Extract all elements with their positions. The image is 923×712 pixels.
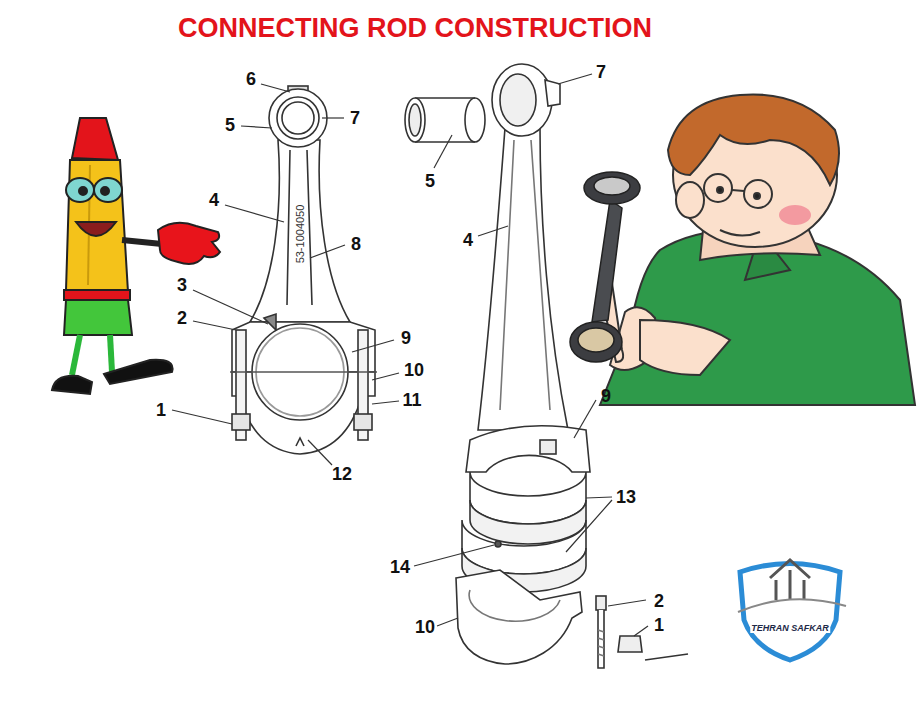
- callout-number: 1: [155, 400, 167, 421]
- callout-number: 13: [615, 487, 637, 508]
- watermark: TEHRAN SAFKAR: [750, 623, 830, 633]
- rod-photo: [570, 172, 640, 362]
- mechanic-cartoon: [600, 94, 915, 405]
- callout-number: 3: [176, 275, 188, 296]
- logo: [738, 560, 846, 660]
- callout-number: 12: [331, 464, 353, 485]
- callout-number: 4: [208, 190, 220, 211]
- callout-number: 4: [462, 230, 474, 251]
- callout-number: 10: [403, 360, 425, 381]
- leader-lines: [172, 84, 399, 465]
- callout-number: 8: [350, 234, 362, 255]
- callout-number: 9: [600, 386, 612, 407]
- connecting-rod-drawing: [230, 86, 377, 454]
- callout-number: 5: [424, 171, 436, 192]
- callout-number: 9: [400, 328, 412, 349]
- callout-number: 1: [653, 615, 665, 636]
- callout-number: 2: [653, 591, 665, 612]
- callout-number: 10: [414, 617, 436, 638]
- callout-number: 11: [401, 390, 422, 411]
- title: CONNECTING ROD CONSTRUCTION: [178, 13, 652, 44]
- callout-number: 7: [349, 108, 361, 129]
- part-number: 53-1004050: [294, 204, 306, 265]
- callout-number: 5: [224, 115, 236, 136]
- callout-number: 2: [176, 308, 188, 329]
- callout-number: 6: [245, 69, 257, 90]
- callout-number: 7: [595, 62, 607, 83]
- pencil-mascot: [52, 118, 220, 394]
- leader-lines: [414, 74, 648, 636]
- callout-number: 14: [389, 557, 411, 578]
